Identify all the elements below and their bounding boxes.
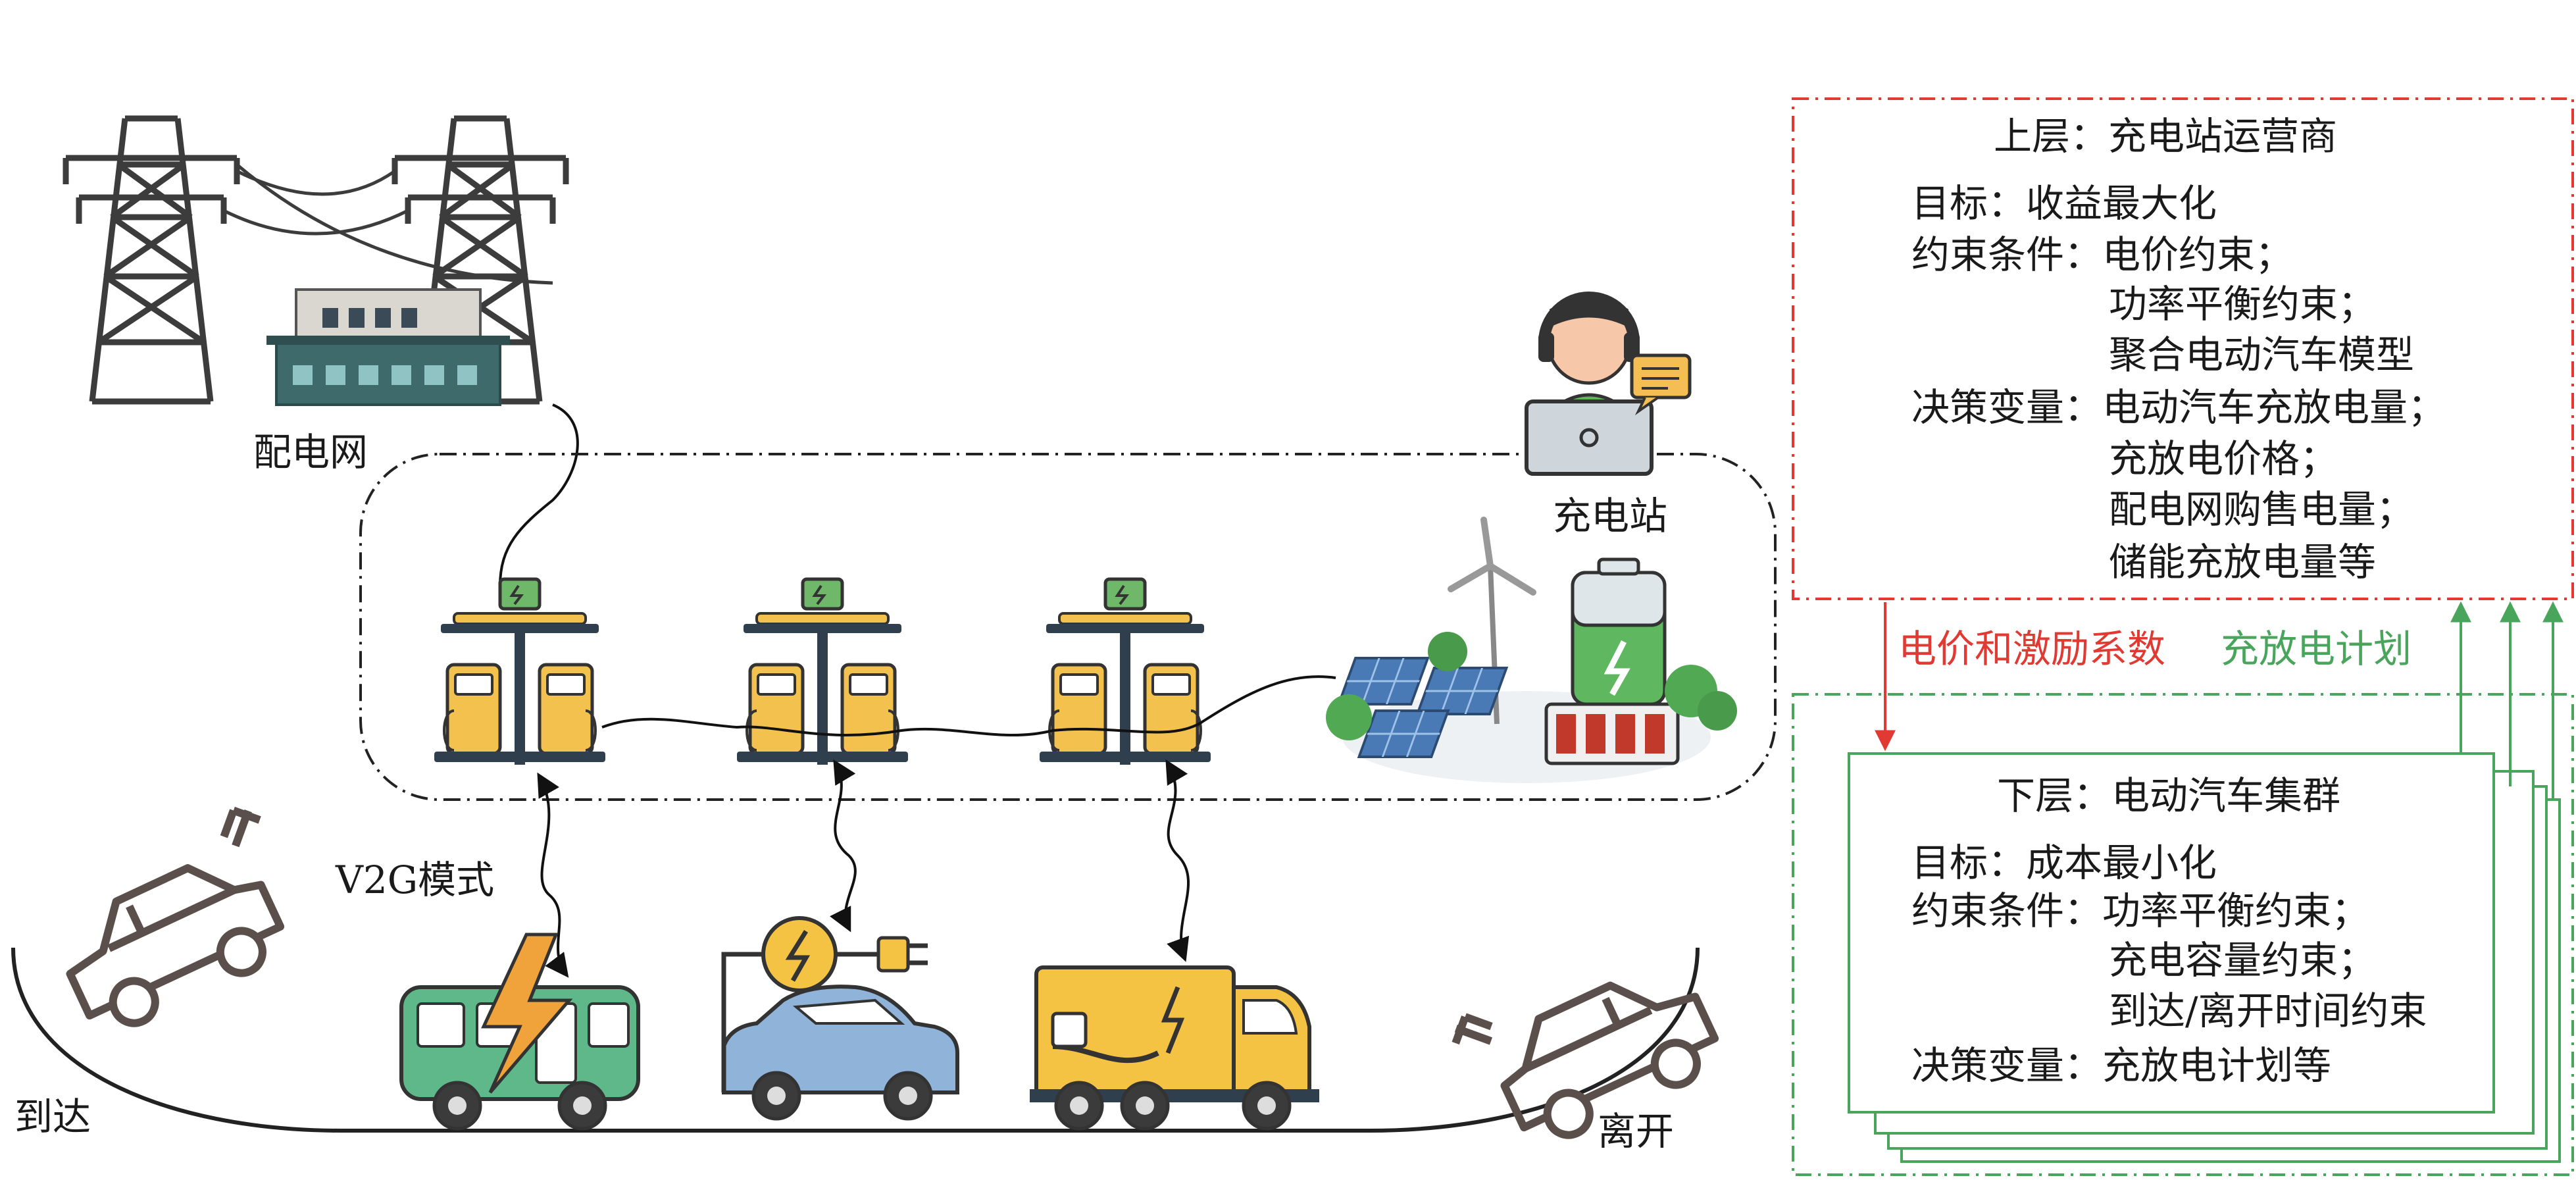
upper-line: 决策变量：电动汽车充放电量；: [1911, 385, 2446, 430]
leave-label: 离开: [1598, 1109, 1675, 1154]
charging-pile-icon: [434, 577, 605, 765]
upper-line: 储能充放电量等: [2109, 540, 2377, 584]
arriving-car-icon: [66, 806, 285, 1027]
v2g-link-arrow: [830, 759, 857, 933]
substation-icon: [266, 288, 510, 406]
station-label: 充电站: [1553, 494, 1668, 538]
upper-line: 目标：收益最大化: [1911, 181, 2217, 226]
upper-level-box: [1792, 97, 2574, 600]
electric-bus-icon: [399, 933, 640, 1131]
lower-line: 到达/离开时间约束: [2109, 988, 2427, 1033]
lower-line: 约束条件：功率平衡约束；: [1911, 888, 2370, 933]
operator-icon: [1525, 292, 1692, 476]
price-signal-label: 电价和激励系数: [1898, 627, 2166, 671]
upper-line: 约束条件：电价约束；: [1911, 232, 2294, 277]
electric-truck-icon: [1030, 965, 1319, 1131]
lower-level-box: [1848, 752, 2495, 1114]
v2g-label: V2G模式: [336, 858, 495, 902]
power-tower-icon: [63, 115, 240, 405]
upper-line: 功率平衡约束；: [2109, 282, 2377, 326]
charging-station-boundary: [359, 453, 1777, 801]
arrive-label: 到达: [14, 1094, 91, 1139]
upper-title: 上层：充电站运营商: [1994, 114, 2338, 159]
charging-pile-icon: [737, 577, 908, 765]
v2g-link-arrow: [1165, 759, 1190, 962]
lower-line: 目标：成本最小化: [1911, 840, 2217, 885]
road-line: [11, 947, 1700, 1133]
upper-line: 充放电价格；: [2109, 436, 2338, 481]
grid-label: 配电网: [253, 430, 368, 475]
renewable-storage-icon: [1326, 517, 1737, 783]
power-lines: [222, 163, 553, 285]
charging-pile-icon: [1040, 577, 1211, 765]
lower-title: 下层：电动汽车集群: [1997, 773, 2341, 818]
plan-feedback-label: 充放电计划: [2221, 627, 2412, 671]
station-bus-line: [601, 675, 1336, 737]
electric-car-icon: [721, 916, 959, 1121]
upper-line: 配电网购售电量；: [2109, 487, 2415, 532]
lower-line: 充电容量约束；: [2109, 938, 2377, 983]
lower-line: 决策变量：充放电计划等: [1911, 1043, 2332, 1088]
upper-line: 聚合电动汽车模型: [2109, 332, 2415, 377]
leaving-car-icon: [1452, 981, 1719, 1139]
lower-level-frame: [1792, 693, 2574, 1176]
v2g-link-arrow: [537, 772, 569, 978]
grid-connection-line: [499, 403, 579, 586]
